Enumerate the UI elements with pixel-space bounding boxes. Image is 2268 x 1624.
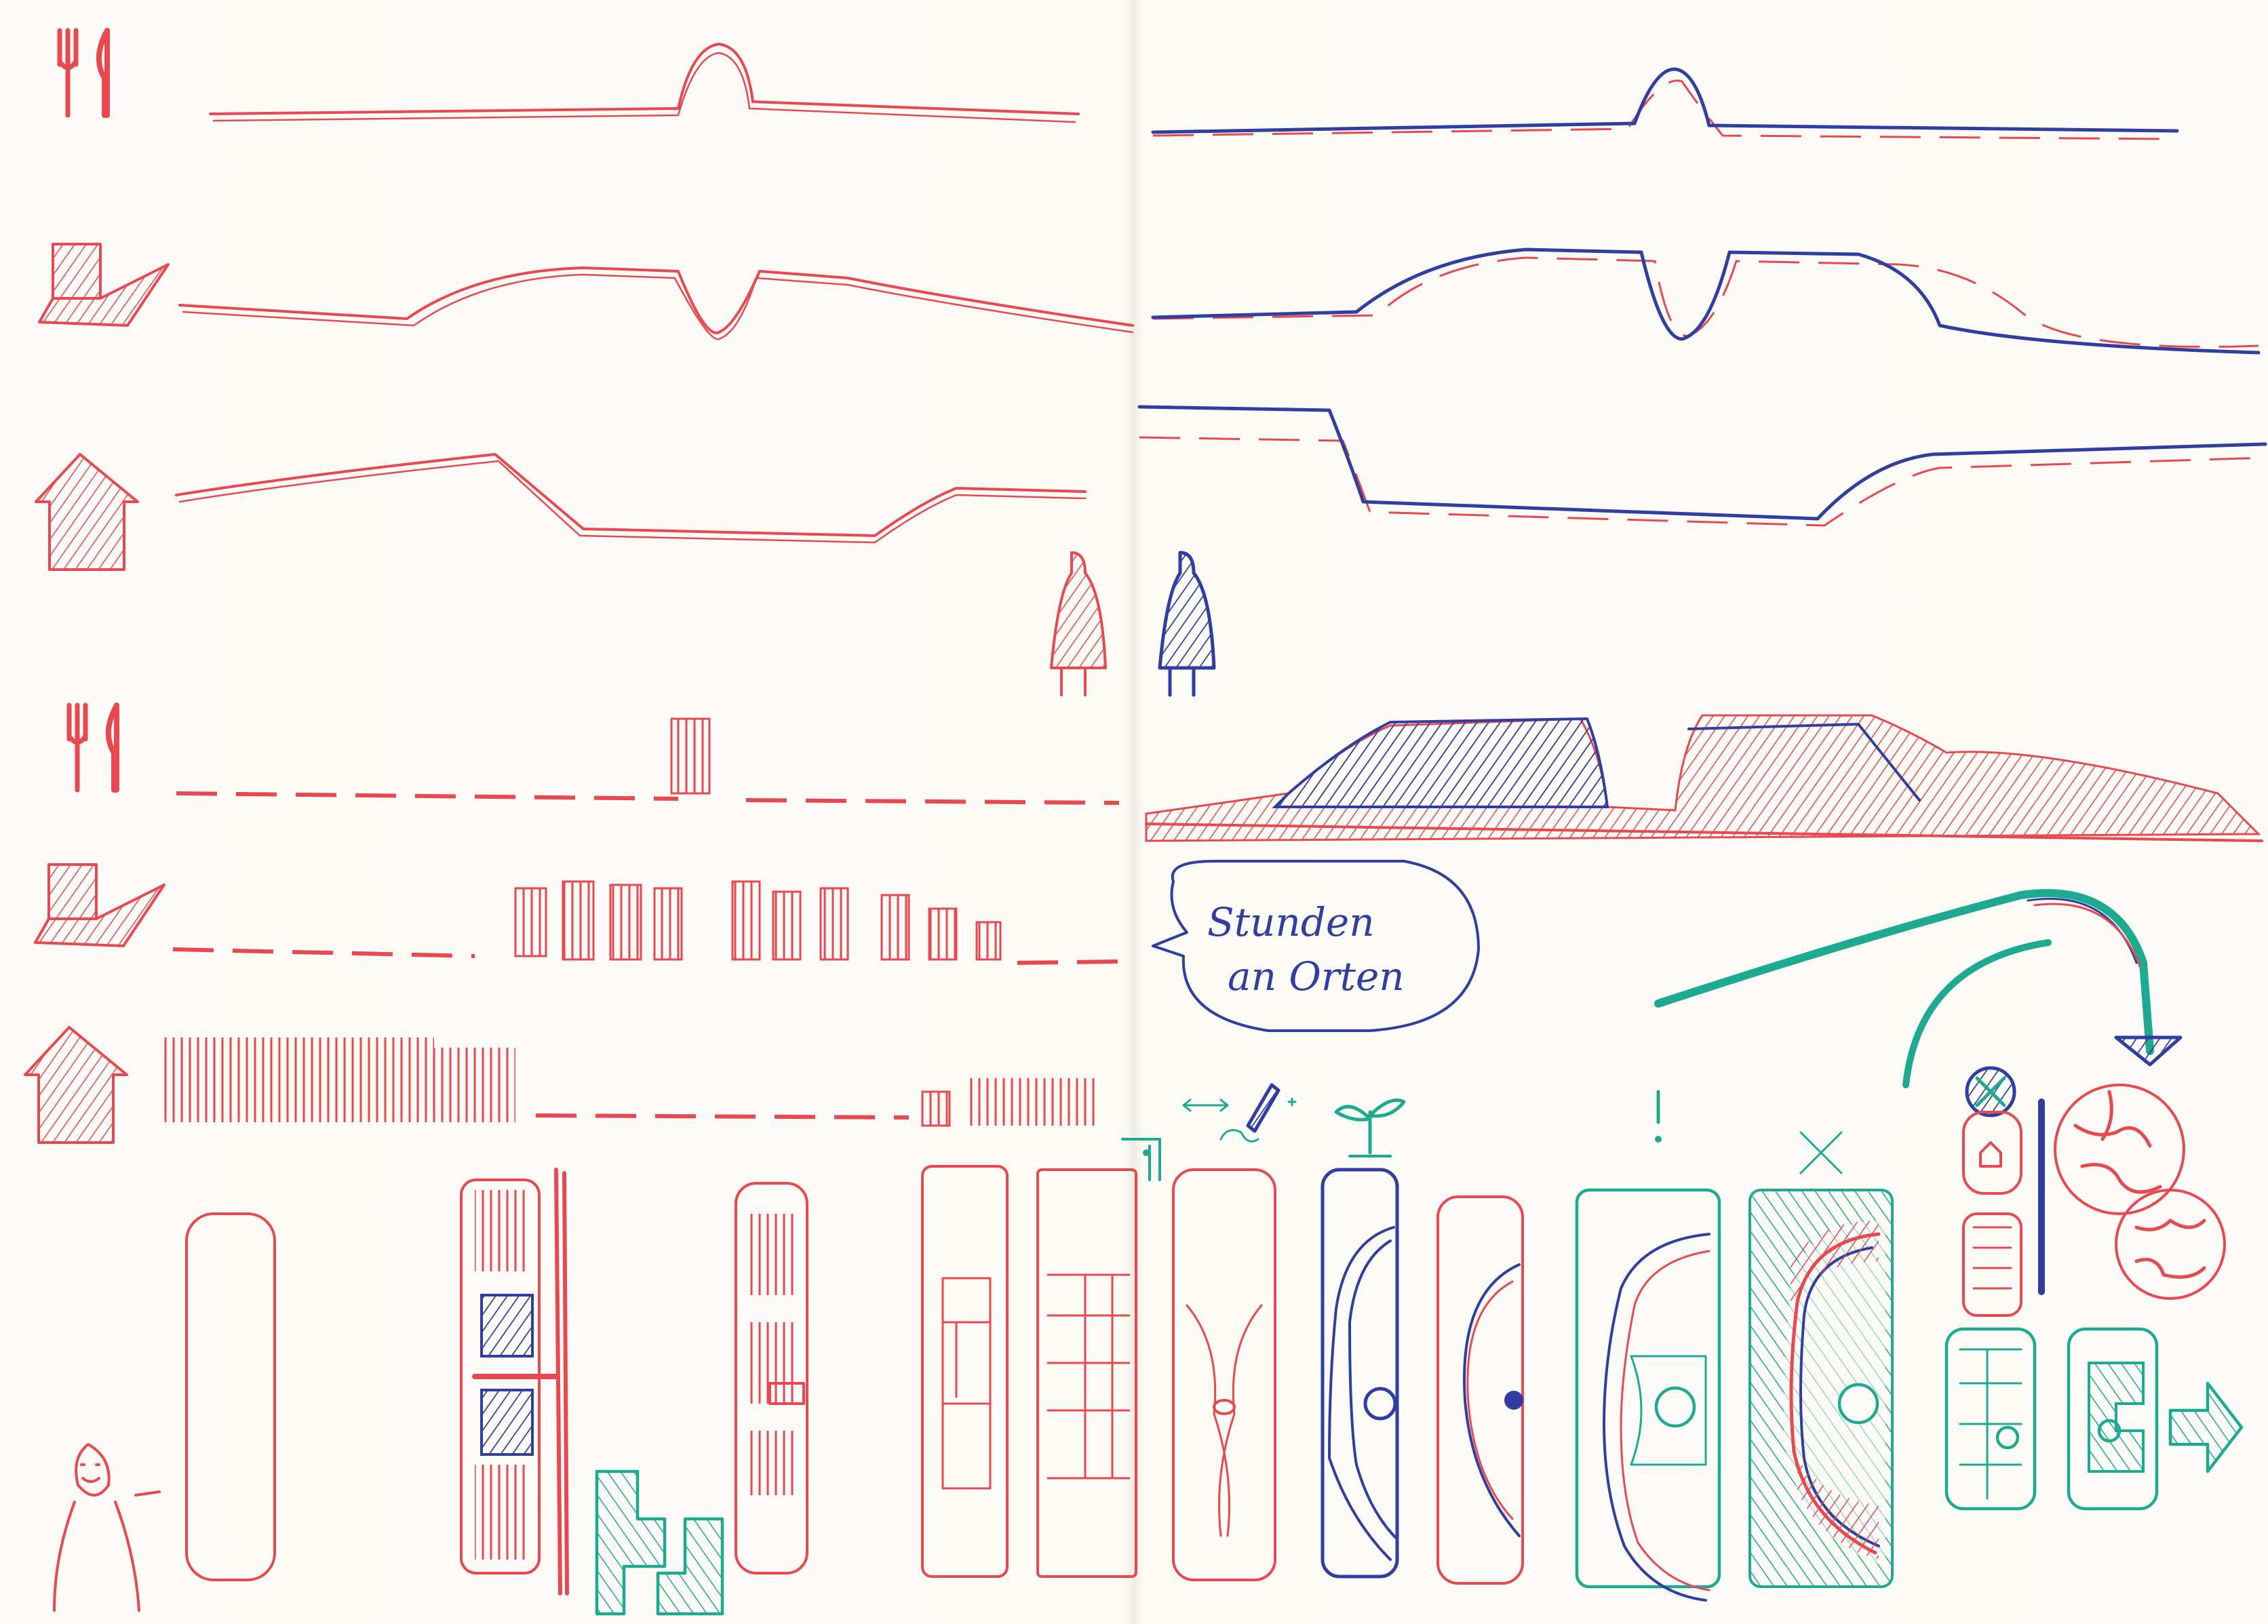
laptop-icon — [38, 243, 170, 327]
bars-eating-row — [176, 717, 1120, 805]
area-chart-right — [1145, 714, 2263, 842]
profile-eating-left — [209, 43, 1080, 123]
teal-curved-arrow — [1654, 889, 2183, 1088]
speech-bubble-line2: an Orten — [1228, 953, 1405, 999]
corner-symbol-icon — [1121, 1138, 1161, 1181]
tetris-sketch — [595, 1469, 724, 1616]
speech-bubble: Stunden an Orten — [1152, 860, 1480, 1032]
shelf-sketch-5 — [1172, 1168, 1276, 1581]
person-icon — [1050, 551, 1107, 696]
fork-knife-icon — [57, 28, 110, 118]
fork-knife-icon — [66, 702, 119, 793]
shelf-sketch-2 — [460, 1168, 569, 1596]
small-shelf-sketch — [1962, 1098, 2045, 1317]
pen-icon — [1219, 1083, 1297, 1143]
laptop-icon — [34, 863, 165, 947]
person-small-icon — [53, 1443, 161, 1612]
profile-house-left — [175, 453, 1087, 544]
house-icon — [24, 1026, 128, 1144]
teal-shelf-sketch — [1944, 1327, 2159, 1511]
shelf-sketch-6 — [1321, 1168, 1399, 1579]
house-icon — [35, 453, 139, 571]
arrow-right-icon — [2168, 1381, 2244, 1473]
shelf-sketch-7 — [1436, 1195, 1524, 1585]
shelf-sketch-1 — [185, 1212, 276, 1581]
round-shelf-sketch — [2054, 1084, 2226, 1300]
bars-laptop-row — [172, 880, 1120, 965]
speech-bubble-line1: Stunden — [1207, 899, 1375, 945]
profile-eating-right — [1151, 67, 2179, 140]
profile-house-right — [1137, 405, 2267, 527]
profile-laptop-right — [1151, 247, 2261, 355]
person-icon — [1158, 551, 1216, 697]
bars-house-row — [163, 1037, 1099, 1127]
shelf-sketch-4 — [921, 1165, 1137, 1578]
shelf-sketch-3 — [735, 1182, 808, 1575]
plant-icon — [1334, 1098, 1406, 1157]
shelf-sketch-9 — [1748, 1189, 1894, 1588]
exclamation-icon — [1655, 1090, 1662, 1143]
double-arrow-icon — [1182, 1098, 1229, 1112]
cross-icon — [1799, 1131, 1843, 1174]
profile-laptop-left — [178, 266, 1134, 340]
plus-circle-icon — [1965, 1066, 2016, 1117]
shelf-sketch-8 — [1575, 1188, 1721, 1602]
